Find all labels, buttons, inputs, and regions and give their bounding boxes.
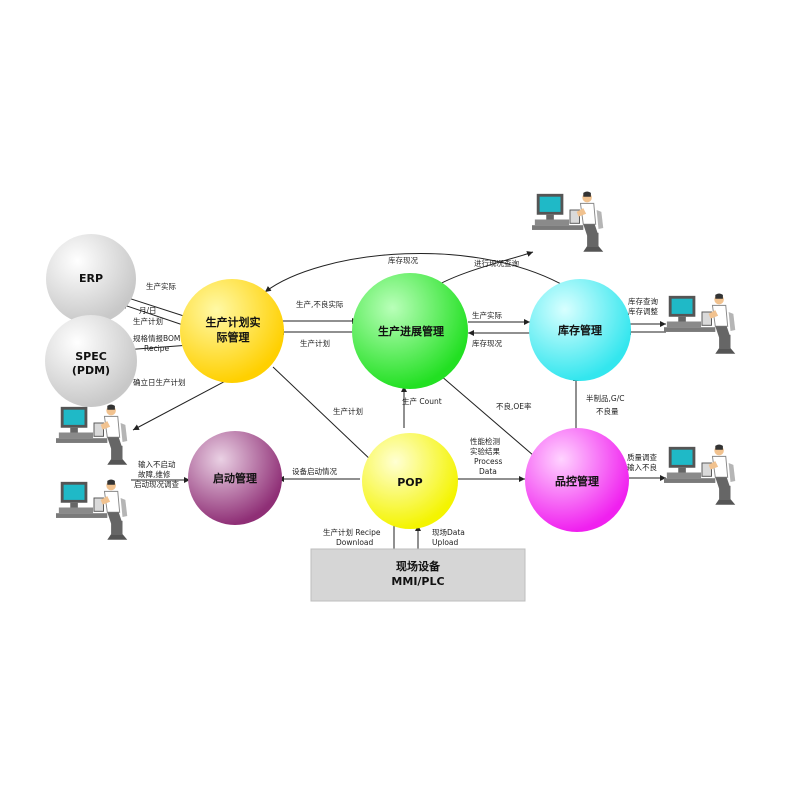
progress-pop-count-label: 生产 Count (402, 396, 442, 406)
progress-label: 生产进展管理 (378, 324, 444, 338)
spec-label-line1: SPEC (75, 350, 107, 363)
planning-node (180, 279, 284, 383)
pop-quality-label-a: 性能检测 (470, 436, 500, 446)
inventory-to-planning-curve (264, 253, 576, 293)
planning-progress-actual-label: 生产,不良实际 (296, 299, 344, 309)
equipment-box (310, 548, 526, 602)
planning-label-line1: 生产计划实 (206, 315, 261, 329)
operator-plan-label: 确立日生产计划 (133, 377, 186, 387)
planning-to-erp-arrow (120, 303, 184, 326)
quality-to-progress-arrow (432, 368, 549, 469)
workstation-icon (663, 293, 736, 355)
pop-label: POP (397, 476, 422, 489)
spec-label-line2: (PDM) (72, 364, 110, 377)
quality-node (525, 428, 629, 532)
inventory-operator-label-a: 库存查询 (628, 296, 658, 306)
progress-node (352, 273, 468, 389)
upload-label-b: Upload (432, 538, 459, 547)
quality-operator-label-a: 质量调查 (627, 452, 657, 462)
equipment-label-line1: 现场设备 (396, 559, 441, 573)
inventory-status-label: 库存现况 (388, 255, 418, 265)
quality-operator-label-b: 输入不良 (627, 462, 657, 472)
pop-quality-label-c: Process (474, 457, 503, 466)
spec-node (45, 315, 137, 407)
workstation-icon (663, 444, 736, 506)
download-label-b: Download (336, 538, 374, 547)
inventory-operator-label-b: 库存调整 (628, 306, 658, 316)
pop-quality-label-b: 实验结果 (470, 446, 500, 456)
startup-node (188, 431, 282, 525)
planning-to-pop-arrow (272, 366, 374, 463)
query-status-label: 进行现况查询 (474, 258, 519, 268)
spec-bom-label-a: 规格情报BOM (133, 333, 180, 343)
erp-label: ERP (79, 272, 103, 285)
erp-to-planning-arrow (121, 295, 191, 320)
quality-inventory-label-b: 不良量 (596, 406, 619, 416)
spec-bom-label-b: Recipe (144, 344, 169, 353)
upload-label-a: 现场Data (432, 528, 465, 537)
equipment-label-line2: MMI/PLC (391, 575, 444, 588)
planning-label-line2: 际管理 (217, 330, 250, 344)
erp-actual-label: 生产实际 (146, 281, 176, 291)
erp-plan-label-a: 月/日 (139, 306, 157, 315)
erp-plan-label-b: 生产计划 (133, 316, 163, 326)
operator-to-planning-arrow (132, 376, 234, 431)
pop-node (362, 433, 458, 529)
startup-label: 启动管理 (213, 471, 257, 485)
workstation-icon (55, 479, 128, 541)
quality-inventory-label-a: 半制品,G/C (586, 393, 624, 403)
inventory-node (529, 279, 631, 381)
workstation-icon (531, 191, 604, 253)
pop-quality-label-d: Data (479, 467, 497, 476)
erp-node (46, 234, 136, 324)
download-label-a: 生产计划 Recipe (323, 527, 381, 537)
startup-operator-label-a: 输入不启动 (138, 459, 176, 469)
workstation-icon (55, 404, 128, 466)
progress-inventory-status-label: 库存现况 (472, 338, 502, 348)
planning-progress-plan-label: 生产计划 (300, 338, 330, 348)
quality-progress-defect-label: 不良,OE率 (496, 401, 532, 411)
startup-operator-label-c: 启动现况调查 (134, 479, 179, 489)
quality-label: 品控管理 (555, 474, 599, 488)
progress-inventory-actual-label: 生产实际 (472, 310, 502, 320)
startup-operator-label-b: 故障,维修 (138, 469, 171, 479)
planning-pop-plan-label: 生产计划 (333, 406, 363, 416)
pop-startup-status-label: 设备启动情况 (292, 466, 337, 476)
edge-layer (120, 251, 666, 555)
node-layer (45, 234, 631, 602)
inventory-label: 库存管理 (558, 323, 602, 337)
